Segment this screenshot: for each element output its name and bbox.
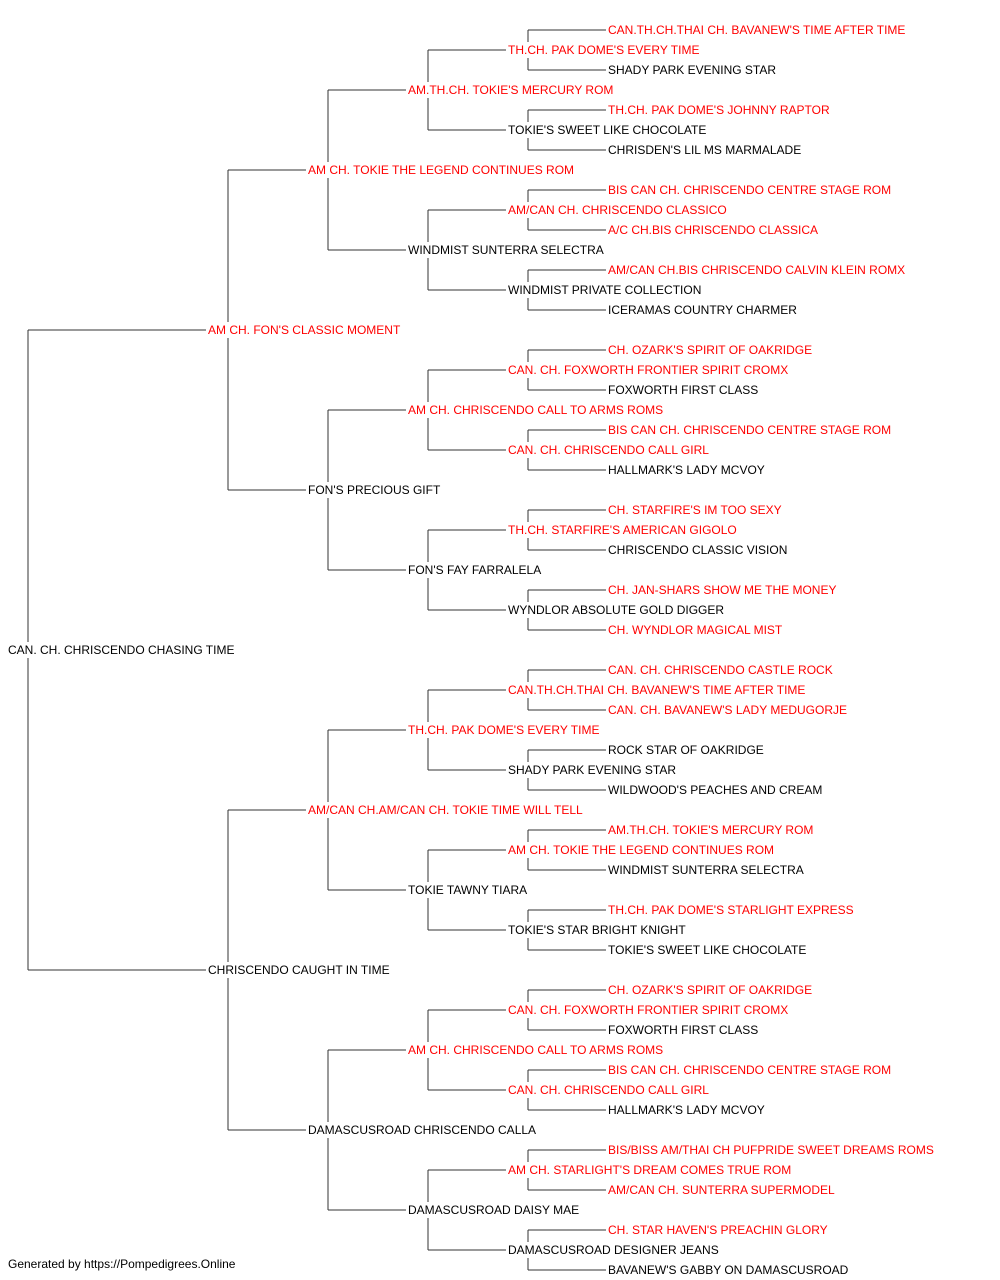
dog-name: CHRISCENDO CLASSIC VISION — [608, 543, 787, 557]
dog-name: TOKIE TAWNY TIARA — [408, 883, 527, 897]
dog-name: BIS CAN CH. CHRISCENDO CENTRE STAGE ROM — [608, 423, 891, 437]
dog-name: CAN. CH. CHRISCENDO CALL GIRL — [508, 1083, 709, 1097]
dog-name: AM.TH.CH. TOKIE'S MERCURY ROM — [408, 83, 613, 97]
dog-name: CAN. CH. FOXWORTH FRONTIER SPIRIT CROMX — [508, 1003, 788, 1017]
dog-name: WINDMIST SUNTERRA SELECTRA — [608, 863, 804, 877]
dog-name: BAVANEW'S GABBY ON DAMASCUSROAD — [608, 1263, 849, 1277]
dog-name: TH.CH. STARFIRE'S AMERICAN GIGOLO — [508, 523, 737, 537]
dog-name: CH. OZARK'S SPIRIT OF OAKRIDGE — [608, 343, 812, 357]
dog-name: AM/CAN CH. CHRISCENDO CLASSICO — [508, 203, 727, 217]
dog-name: ROCK STAR OF OAKRIDGE — [608, 743, 764, 757]
dog-name: BIS/BISS AM/THAI CH PUFPRIDE SWEET DREAM… — [608, 1143, 934, 1157]
dog-name: FOXWORTH FIRST CLASS — [608, 1023, 758, 1037]
dog-name: AM CH. TOKIE THE LEGEND CONTINUES ROM — [508, 843, 774, 857]
dog-name: HALLMARK'S LADY MCVOY — [608, 463, 765, 477]
dog-name: TOKIE'S SWEET LIKE CHOCOLATE — [608, 943, 806, 957]
dog-name: AM CH. CHRISCENDO CALL TO ARMS ROMS — [408, 1043, 663, 1057]
dog-name: AM/CAN CH. SUNTERRA SUPERMODEL — [608, 1183, 835, 1197]
dog-name: FON'S PRECIOUS GIFT — [308, 483, 441, 497]
dog-name: WINDMIST SUNTERRA SELECTRA — [408, 243, 604, 257]
dog-name: AM CH. FON'S CLASSIC MOMENT — [208, 323, 401, 337]
dog-name: CHRISCENDO CAUGHT IN TIME — [208, 963, 390, 977]
dog-name: AM CH. STARLIGHT'S DREAM COMES TRUE ROM — [508, 1163, 791, 1177]
dog-name: CH. STARFIRE'S IM TOO SEXY — [608, 503, 782, 517]
dog-name: HALLMARK'S LADY MCVOY — [608, 1103, 765, 1117]
dog-name: AM CH. TOKIE THE LEGEND CONTINUES ROM — [308, 163, 574, 177]
dog-name: TOKIE'S STAR BRIGHT KNIGHT — [508, 923, 686, 937]
dog-name: CH. WYNDLOR MAGICAL MIST — [608, 623, 783, 637]
dog-name: CAN. CH. CHRISCENDO CALL GIRL — [508, 443, 709, 457]
dog-name: CHRISDEN'S LIL MS MARMALADE — [608, 143, 801, 157]
dog-name: CH. OZARK'S SPIRIT OF OAKRIDGE — [608, 983, 812, 997]
dog-name: DAMASCUSROAD DESIGNER JEANS — [508, 1243, 719, 1257]
dog-name: TH.CH. PAK DOME'S EVERY TIME — [508, 43, 699, 57]
dog-name: CAN. CH. BAVANEW'S LADY MEDUGORJE — [608, 703, 847, 717]
dog-name: TH.CH. PAK DOME'S JOHNNY RAPTOR — [608, 103, 830, 117]
dog-name: AM/CAN CH.BIS CHRISCENDO CALVIN KLEIN RO… — [608, 263, 905, 277]
dog-name: SHADY PARK EVENING STAR — [608, 63, 776, 77]
dog-name: AM.TH.CH. TOKIE'S MERCURY ROM — [608, 823, 813, 837]
dog-labels: CAN. CH. CHRISCENDO CHASING TIME AM CH. F… — [8, 23, 934, 1277]
dog-name: CAN. CH. CHRISCENDO CASTLE ROCK — [608, 663, 833, 677]
dog-name: WILDWOOD'S PEACHES AND CREAM — [608, 783, 822, 797]
dog-name: CAN. CH. CHRISCENDO CHASING TIME — [8, 643, 234, 657]
dog-name: WINDMIST PRIVATE COLLECTION — [508, 283, 701, 297]
dog-name: AM/CAN CH.AM/CAN CH. TOKIE TIME WILL TEL… — [308, 803, 583, 817]
dog-name: TOKIE'S SWEET LIKE CHOCOLATE — [508, 123, 706, 137]
dog-name: DAMASCUSROAD DAISY MAE — [408, 1203, 579, 1217]
dog-name: CAN.TH.CH.THAI CH. BAVANEW'S TIME AFTER … — [508, 683, 805, 697]
dog-name: A/C CH.BIS CHRISCENDO CLASSICA — [608, 223, 818, 237]
dog-name: BIS CAN CH. CHRISCENDO CENTRE STAGE ROM — [608, 1063, 891, 1077]
dog-name: CH. JAN-SHARS SHOW ME THE MONEY — [608, 583, 836, 597]
dog-name: AM CH. CHRISCENDO CALL TO ARMS ROMS — [408, 403, 663, 417]
dog-name: FON'S FAY FARRALELA — [408, 563, 541, 577]
dog-name: CAN. CH. FOXWORTH FRONTIER SPIRIT CROMX — [508, 363, 788, 377]
dog-name: ICERAMAS COUNTRY CHARMER — [608, 303, 797, 317]
dog-name: SHADY PARK EVENING STAR — [508, 763, 676, 777]
dog-name: CAN.TH.CH.THAI CH. BAVANEW'S TIME AFTER … — [608, 23, 905, 37]
dog-name: TH.CH. PAK DOME'S EVERY TIME — [408, 723, 599, 737]
dog-name: BIS CAN CH. CHRISCENDO CENTRE STAGE ROM — [608, 183, 891, 197]
connector-lines — [27, 29, 606, 1271]
dog-name: FOXWORTH FIRST CLASS — [608, 383, 758, 397]
dog-name: WYNDLOR ABSOLUTE GOLD DIGGER — [508, 603, 724, 617]
footer-credit: Generated by https://Pompedigrees.Online — [8, 1257, 236, 1271]
dog-name: TH.CH. PAK DOME'S STARLIGHT EXPRESS — [608, 903, 854, 917]
dog-name: DAMASCUSROAD CHRISCENDO CALLA — [308, 1123, 536, 1137]
dog-name: CH. STAR HAVEN'S PREACHIN GLORY — [608, 1223, 828, 1237]
